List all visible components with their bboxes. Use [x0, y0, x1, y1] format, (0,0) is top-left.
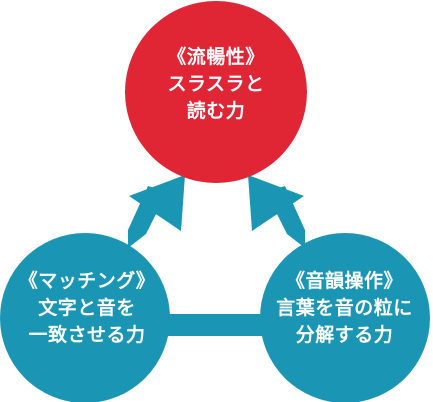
arrow-matching-to-fluency [128, 175, 185, 248]
fluency-circle [125, 1, 307, 183]
phono-circle [260, 233, 430, 402]
phono-line-1: 言葉を音の粒に [276, 297, 413, 319]
fluency-line-2: 読む力 [186, 100, 246, 122]
matching-line-1: 文字と音を [38, 297, 136, 319]
phono-label: 《音韻操作》 言葉を音の粒に 分解する力 [256, 268, 433, 349]
phono-line-2: 分解する力 [295, 324, 394, 346]
arrow-phono-to-fluency [248, 175, 305, 248]
matching-title: 《マッチング》 [18, 270, 156, 292]
phono-title: 《音韻操作》 [285, 270, 403, 292]
arrow-right-head [248, 175, 304, 231]
connector-bar [150, 314, 280, 336]
fluency-label: 《流暢性》 スラスラと 読む力 [125, 44, 307, 125]
matching-label: 《マッチング》 文字と音を 一致させる力 [0, 268, 174, 349]
fluency-line-1: スラスラと [167, 73, 265, 95]
matching-circle [0, 233, 170, 402]
fluency-title: 《流暢性》 [167, 46, 265, 68]
arrow-left-head [129, 175, 185, 231]
matching-line-2: 一致させる力 [28, 324, 146, 346]
